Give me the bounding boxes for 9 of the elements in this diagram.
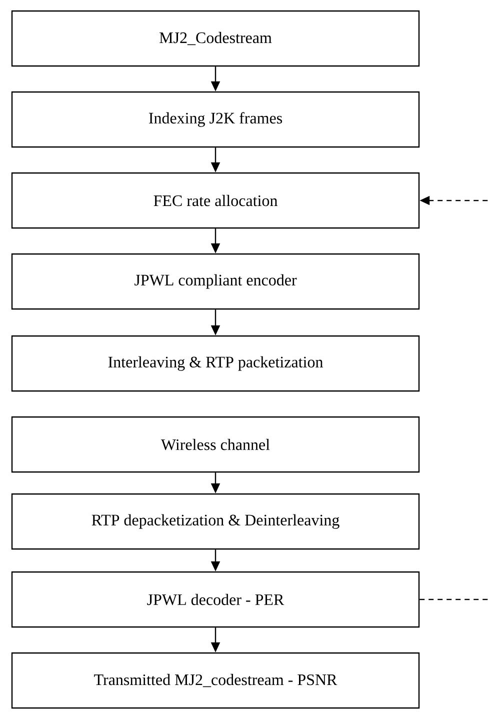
process-box: MJ2_Codestream [11, 10, 420, 67]
process-box: Indexing J2K frames [11, 91, 420, 148]
process-box: Interleaving & RTP packetization [11, 335, 420, 392]
process-box: RTP depacketization & Deinterleaving [11, 493, 420, 550]
process-box: JPWL decoder - PER [11, 571, 420, 628]
process-box: FEC rate allocation [11, 172, 420, 229]
process-box: Transmitted MJ2_codestream - PSNR [11, 652, 420, 709]
process-box: Wireless channel [11, 416, 420, 473]
process-box: JPWL compliant encoder [11, 253, 420, 310]
